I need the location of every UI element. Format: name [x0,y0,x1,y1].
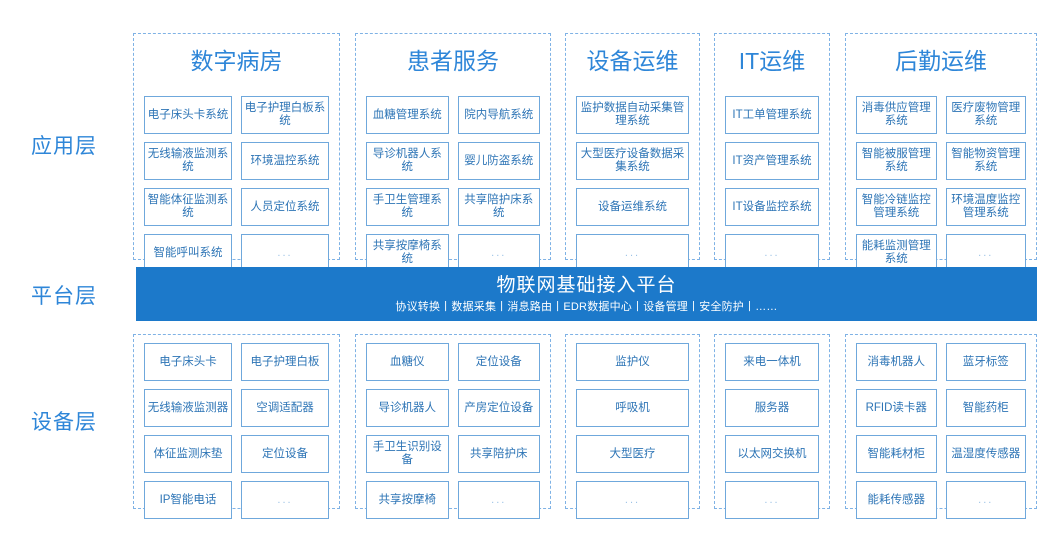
category-item-grid: 监护仪呼吸机大型医疗... [576,343,689,519]
category-item-grid: 电子床头卡系统电子护理白板系统无线输液监测系统环境温控系统智能体征监测系统人员定… [144,96,329,272]
device-item-box[interactable]: 大型医疗 [576,435,689,473]
category-title: 后勤运维 [895,48,987,74]
system-item-box[interactable]: 监护数据自动采集管理系统 [576,96,689,134]
system-item-box[interactable]: IT资产管理系统 [725,142,819,180]
system-item-box[interactable]: 智能冷链监控管理系统 [856,188,937,226]
device-item-box[interactable]: 手卫生识别设备 [366,435,449,473]
system-item-box[interactable]: 手卫生管理系统 [366,188,449,226]
application-category-column: 患者服务血糖管理系统院内导航系统导诊机器人系统婴儿防盗系统手卫生管理系统共享陪护… [355,33,551,272]
device-item-box[interactable]: RFID读卡器 [856,389,937,427]
category-item-grid: 来电一体机服务器以太网交换机... [725,343,819,519]
system-item-box[interactable]: 共享陪护床系统 [457,188,540,226]
application-category-column: IT运维 IT工单管理系统 IT资产管理系统 IT设备监控系统... [714,33,830,272]
more-items-placeholder: ... [945,481,1026,519]
platform-subtitle: 协议转换丨数据采集丨消息路由丨EDR数据中心丨设备管理丨安全防护丨…… [395,300,778,313]
system-item-box[interactable]: 智能物资管理系统 [945,142,1026,180]
more-items-placeholder: ... [725,234,819,272]
system-item-box[interactable]: 共享按摩椅系统 [366,234,449,272]
category-title: IT运维 [738,48,806,74]
more-items-placeholder: ... [241,234,329,272]
device-item-box[interactable]: 空调适配器 [241,389,329,427]
category-item-grid: 监护数据自动采集管理系统大型医疗设备数据采集系统设备运维系统... [576,96,689,272]
system-item-box[interactable]: 无线输液监测系统 [144,142,232,180]
device-item-box[interactable]: 定位设备 [457,343,540,381]
application-category-column: 数字病房电子床头卡系统电子护理白板系统无线输液监测系统环境温控系统智能体征监测系… [133,33,340,272]
device-item-box[interactable]: 共享按摩椅 [366,481,449,519]
device-item-box[interactable]: IP智能电话 [144,481,232,519]
more-items-placeholder: ... [576,481,689,519]
device-item-box[interactable]: 共享陪护床 [457,435,540,473]
category-title: 设备运维 [586,48,679,74]
system-item-box[interactable]: IT设备监控系统 [725,188,819,226]
system-item-box[interactable]: 电子护理白板系统 [241,96,329,134]
device-category-column: 来电一体机服务器以太网交换机... [714,334,830,519]
device-item-box[interactable]: 监护仪 [576,343,689,381]
device-item-box[interactable]: 智能耗材柜 [856,435,937,473]
category-item-grid: IT工单管理系统 IT资产管理系统 IT设备监控系统... [725,96,819,272]
device-item-box[interactable]: 电子护理白板 [241,343,329,381]
layer-label-platform: 平台层 [31,285,97,308]
system-item-box[interactable]: 能耗监测管理系统 [856,234,937,272]
more-items-placeholder: ... [241,481,329,519]
platform-title: 物联网基础接入平台 [496,274,677,296]
device-item-box[interactable]: 呼吸机 [576,389,689,427]
system-item-box[interactable]: 消毒供应管理系统 [856,96,937,134]
category-item-grid: 血糖仪定位设备导诊机器人产房定位设备手卫生识别设备共享陪护床共享按摩椅... [366,343,540,519]
platform-layer-band: 物联网基础接入平台 协议转换丨数据采集丨消息路由丨EDR数据中心丨设备管理丨安全… [136,267,1037,321]
application-category-column: 后勤运维消毒供应管理系统医疗废物管理系统智能被服管理系统智能物资管理系统智能冷链… [845,33,1037,272]
device-item-box[interactable]: 产房定位设备 [457,389,540,427]
system-item-box[interactable]: 血糖管理系统 [366,96,449,134]
layer-label-application: 应用层 [31,135,97,158]
device-item-box[interactable]: 蓝牙标签 [945,343,1026,381]
device-item-box[interactable]: 消毒机器人 [856,343,937,381]
device-item-box[interactable]: 以太网交换机 [725,435,819,473]
device-category-column: 监护仪呼吸机大型医疗... [565,334,700,519]
system-item-box[interactable]: 智能被服管理系统 [856,142,937,180]
device-item-box[interactable]: 来电一体机 [725,343,819,381]
device-category-column: 血糖仪定位设备导诊机器人产房定位设备手卫生识别设备共享陪护床共享按摩椅... [355,334,551,519]
system-item-box[interactable]: 设备运维系统 [576,188,689,226]
layer-label-device: 设备层 [31,411,97,434]
more-items-placeholder: ... [725,481,819,519]
device-item-box[interactable]: 体征监测床垫 [144,435,232,473]
more-items-placeholder: ... [945,234,1026,272]
device-item-box[interactable]: 定位设备 [241,435,329,473]
device-item-box[interactable]: 智能药柜 [945,389,1026,427]
device-item-box[interactable]: 电子床头卡 [144,343,232,381]
application-category-column: 设备运维监护数据自动采集管理系统大型医疗设备数据采集系统设备运维系统... [565,33,700,272]
device-item-box[interactable]: 温湿度传感器 [945,435,1026,473]
system-item-box[interactable]: 人员定位系统 [241,188,329,226]
system-item-box[interactable]: 智能体征监测系统 [144,188,232,226]
category-item-grid: 消毒供应管理系统医疗废物管理系统智能被服管理系统智能物资管理系统智能冷链监控管理… [856,96,1026,272]
more-items-placeholder: ... [457,481,540,519]
category-title: 数字病房 [190,48,283,74]
device-item-box[interactable]: 导诊机器人 [366,389,449,427]
device-item-box[interactable]: 能耗传感器 [856,481,937,519]
system-item-box[interactable]: 医疗废物管理系统 [945,96,1026,134]
device-item-box[interactable]: 服务器 [725,389,819,427]
more-items-placeholder: ... [576,234,689,272]
device-item-box[interactable]: 无线输液监测器 [144,389,232,427]
system-item-box[interactable]: 环境温度监控管理系统 [945,188,1026,226]
system-item-box[interactable]: 婴儿防盗系统 [457,142,540,180]
category-item-grid: 血糖管理系统院内导航系统导诊机器人系统婴儿防盗系统手卫生管理系统共享陪护床系统共… [366,96,540,272]
category-title: 患者服务 [407,48,499,74]
system-item-box[interactable]: 院内导航系统 [457,96,540,134]
device-item-box[interactable]: 血糖仪 [366,343,449,381]
system-item-box[interactable]: 环境温控系统 [241,142,329,180]
system-item-box[interactable]: IT工单管理系统 [725,96,819,134]
system-item-box[interactable]: 电子床头卡系统 [144,96,232,134]
system-item-box[interactable]: 导诊机器人系统 [366,142,449,180]
system-item-box[interactable]: 大型医疗设备数据采集系统 [576,142,689,180]
